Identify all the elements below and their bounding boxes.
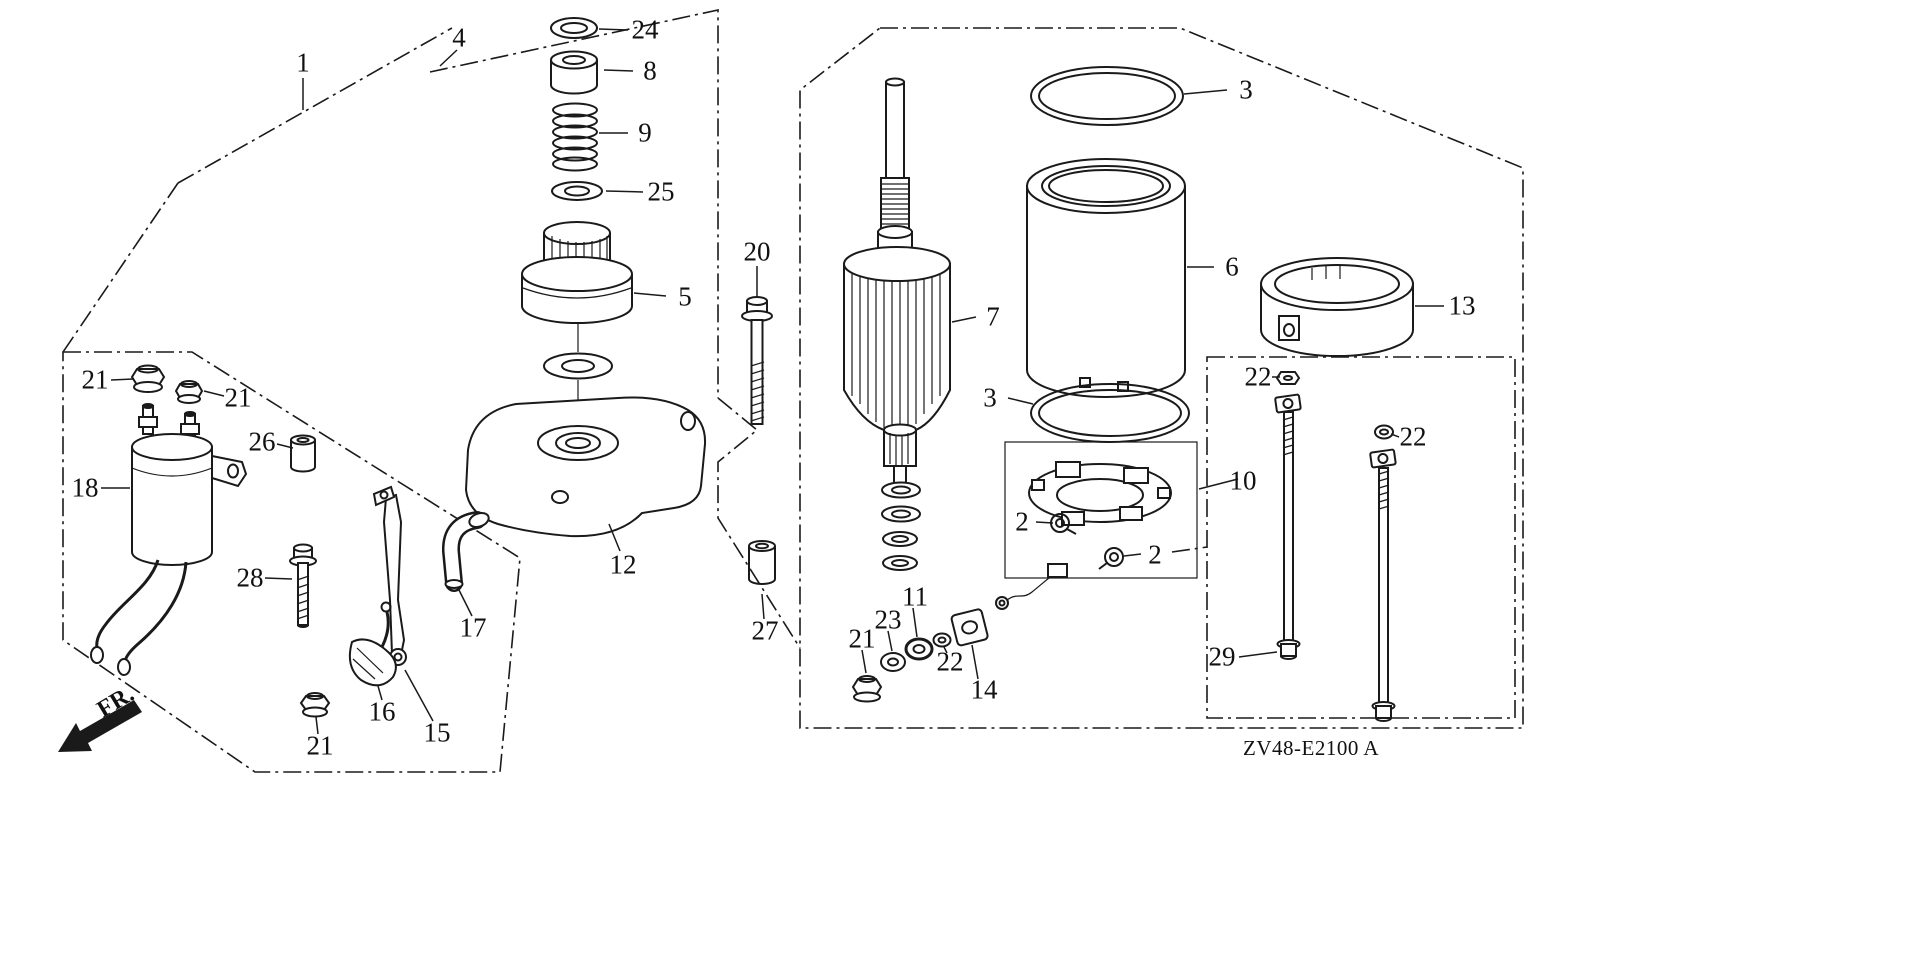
part-label-21-a: 21 [81, 364, 109, 395]
part-label-2-a: 2 [1015, 506, 1029, 537]
part-21-nut-d [299, 692, 331, 718]
part-label-24: 24 [631, 14, 659, 45]
part-11-grommet [904, 637, 934, 661]
part-21-nut-a [130, 364, 166, 393]
part-label-4: 4 [452, 22, 466, 53]
part-13-end-cap [1260, 257, 1414, 357]
part-label-22-b: 22 [1399, 421, 1427, 452]
part-thrust-washers-stack [881, 481, 921, 571]
part-label-29: 29 [1208, 641, 1236, 672]
part-label-21-d: 21 [306, 730, 334, 761]
part-thrust-washer [543, 352, 613, 380]
part-26-collar [290, 434, 316, 473]
part-28-bolt [289, 543, 317, 628]
part-label-22-c: 22 [936, 646, 964, 677]
part-label-2-b: 2 [1148, 539, 1162, 570]
part-18-solenoid [90, 403, 248, 676]
part-5-pinion-clutch [521, 221, 633, 324]
part-label-8: 8 [643, 55, 657, 86]
part-20-bolt [741, 296, 773, 425]
part-label-22-a: 22 [1244, 361, 1272, 392]
part-label-6: 6 [1225, 251, 1239, 282]
part-14-plate [950, 608, 989, 647]
part-label-12: 12 [609, 549, 637, 580]
part-label-13: 13 [1448, 290, 1476, 321]
part-brush-wire [995, 563, 1068, 610]
part-label-14: 14 [970, 674, 998, 705]
part-label-15: 15 [423, 717, 451, 748]
part-29-through-bolt-b [1371, 467, 1396, 722]
part-12-end-bracket [464, 396, 707, 538]
part-7-armature [843, 77, 951, 488]
part-label-23: 23 [874, 604, 902, 635]
part-label-5: 5 [678, 281, 692, 312]
part-label-10: 10 [1229, 465, 1257, 496]
part-25-washer [551, 181, 603, 201]
part-21-nut-c [851, 675, 883, 703]
part-16-boot-cable [348, 601, 397, 687]
part-label-21-b: 21 [224, 382, 252, 413]
part-3-oring-bottom [1030, 383, 1190, 443]
part-label-11: 11 [902, 581, 928, 612]
part-21-nut-b [174, 380, 204, 404]
part-label-7: 7 [986, 301, 1000, 332]
part-2-brush-spring-b [1098, 547, 1124, 570]
part-15-stay [372, 485, 407, 666]
part-17-elbow-tube [442, 511, 490, 592]
part-label-3-top: 3 [1239, 74, 1253, 105]
part-label-3-bottom: 3 [983, 382, 997, 413]
boundary-lines [62, 9, 1524, 773]
part-23-washer [880, 652, 906, 672]
part-24-snap-ring [550, 17, 598, 39]
part-label-25: 25 [647, 176, 675, 207]
part-6-yoke-housing [1026, 158, 1186, 398]
part-29-through-bolt-a [1276, 411, 1301, 660]
part-label-9: 9 [638, 117, 652, 148]
part-label-26: 26 [248, 426, 276, 457]
part-22-washer-c [932, 632, 952, 648]
part-label-20: 20 [743, 236, 771, 267]
part-label-27: 27 [751, 615, 779, 646]
part-22-washer-b [1374, 424, 1394, 440]
part-10-brush-holder [1028, 461, 1172, 526]
part-label-18: 18 [71, 472, 99, 503]
part-label-16: 16 [368, 696, 396, 727]
part-label-1: 1 [296, 47, 310, 78]
fr-arrow [58, 700, 142, 752]
part-label-17: 17 [459, 612, 487, 643]
part-label-21-c: 21 [848, 623, 876, 654]
part-square-nut-b [1369, 448, 1397, 469]
diagram-code: ZV48-E2100 A [1243, 736, 1380, 760]
part-3-oring-top [1030, 66, 1184, 126]
part-22-nut-a [1275, 371, 1301, 385]
part-square-nut-a [1274, 393, 1302, 414]
part-27-collar [748, 540, 776, 585]
part-label-28: 28 [236, 562, 264, 593]
leader-lines [101, 28, 1444, 735]
part-9-spring [552, 102, 598, 172]
part-8-stopper-collar [550, 50, 598, 95]
